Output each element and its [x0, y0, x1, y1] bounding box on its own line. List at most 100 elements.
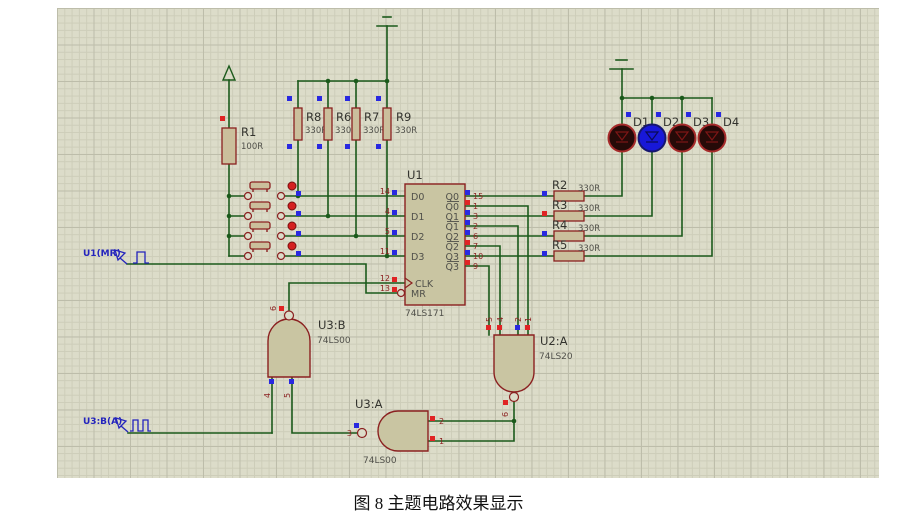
- ground-symbol-top[interactable]: [376, 16, 398, 82]
- u1-port-q0b: Q0: [445, 202, 459, 213]
- u1-port-d1: D1: [411, 212, 424, 223]
- resistor-r7[interactable]: R7 330R: [345, 96, 385, 149]
- r4-value: 330R: [578, 224, 600, 234]
- gate-u3b[interactable]: 6 4 5 U3:B 74LS00: [263, 306, 351, 398]
- u1-pin10: 10: [473, 252, 483, 261]
- u1-pin6: 6: [473, 232, 478, 241]
- resistor-r5[interactable]: R5 330R: [542, 238, 600, 262]
- ground-symbol-right[interactable]: [609, 59, 634, 99]
- u1-port-d2: D2: [411, 232, 424, 243]
- r6-ref: R6: [336, 110, 351, 124]
- resistor-r3[interactable]: R3 330R: [542, 198, 600, 222]
- u1-pin1: 1: [473, 202, 478, 211]
- u1-port-q0: Q0: [445, 192, 459, 203]
- figure-caption: 图 8 主题电路效果显示: [353, 494, 524, 513]
- pulse-waveform-icon: [130, 419, 151, 432]
- led-d1[interactable]: D1: [607, 112, 650, 153]
- r5-value: 330R: [578, 244, 600, 254]
- u2a-pin5: 5: [485, 317, 494, 322]
- probe-u1mr[interactable]: U1(MR): [83, 249, 149, 265]
- r6-value: 330R: [335, 126, 357, 136]
- u1-pin11: 11: [380, 247, 390, 256]
- u1-ref: U1: [407, 168, 423, 182]
- u1-pin12: 12: [380, 274, 390, 283]
- u3a-part: 74LS00: [363, 456, 397, 466]
- u1-pin9: 9: [473, 262, 478, 271]
- u1-port-q1b: Q1: [445, 222, 459, 233]
- push-switch-4[interactable]: [243, 241, 302, 261]
- resistor-r9[interactable]: R9 330R: [376, 96, 417, 149]
- u1-port-q2b: Q2: [445, 242, 459, 253]
- u2a-pin2: 2: [514, 317, 523, 322]
- gate-u2a[interactable]: 6 5 4 2 1 U2:A 74LS20: [485, 317, 573, 417]
- u3b-pin4: 4: [263, 393, 272, 398]
- ic-u1[interactable]: U1 74LS171 14 D0 4 D1 5 D2 11 D3 12 CLK …: [380, 168, 483, 319]
- u1-port-q3: Q3: [445, 252, 459, 263]
- resistor-r6[interactable]: R6 330R: [317, 96, 357, 149]
- resistor-r1[interactable]: R1 100R: [220, 116, 263, 165]
- r3-ref: R3: [552, 198, 567, 212]
- push-switch-3[interactable]: [243, 221, 302, 241]
- u3a-pin3: 3: [347, 429, 352, 438]
- u1-pin15: 15: [473, 192, 483, 201]
- u3b-part: 74LS00: [317, 336, 351, 346]
- u2a-pin6: 6: [501, 412, 510, 417]
- u3b-ref: U3:B: [318, 318, 346, 332]
- led-d4[interactable]: D4: [697, 112, 740, 153]
- resistor-r8[interactable]: R8 330R: [287, 96, 327, 149]
- u1-pin13: 13: [380, 284, 390, 293]
- r3-value: 330R: [578, 204, 600, 214]
- u3a-ref: U3:A: [355, 397, 383, 411]
- u2a-part: 74LS20: [539, 352, 573, 362]
- r1-ref: R1: [241, 125, 256, 139]
- wires[interactable]: [126, 78, 713, 442]
- u3a-pin2: 2: [439, 417, 444, 426]
- u3b-pin5: 5: [283, 393, 292, 398]
- u2a-ref: U2:A: [540, 334, 568, 348]
- pulse-waveform-icon: [133, 251, 149, 264]
- u1-pin7: 7: [473, 242, 478, 251]
- u1-pin14: 14: [380, 187, 390, 196]
- power-terminal[interactable]: [221, 64, 237, 81]
- u1-pin2: 2: [473, 222, 478, 231]
- push-switch-2[interactable]: [243, 201, 302, 221]
- u1-pin4: 4: [385, 207, 390, 216]
- u1-port-d3: D3: [411, 252, 424, 263]
- u2a-pin4: 4: [496, 317, 505, 322]
- probe-arrow-icon: [114, 249, 127, 262]
- u1-port-q3b: Q3: [445, 262, 459, 273]
- u1mr-label: U1(MR): [83, 249, 121, 259]
- r9-ref: R9: [396, 110, 411, 124]
- r4-ref: R4: [552, 218, 567, 232]
- r7-ref: R7: [364, 110, 379, 124]
- u1-port-d0: D0: [411, 192, 424, 203]
- r1-value: 100R: [241, 142, 263, 152]
- resistor-r2[interactable]: R2 330R: [542, 178, 600, 202]
- r8-ref: R8: [306, 110, 321, 124]
- resistor-r4[interactable]: R4 330R: [542, 218, 600, 242]
- probe-arrow-icon: [115, 417, 128, 430]
- u1-pin5: 5: [385, 227, 390, 236]
- r2-value: 330R: [578, 184, 600, 194]
- r2-ref: R2: [552, 178, 567, 192]
- r5-ref: R5: [552, 238, 567, 252]
- u1-pin3: 3: [473, 212, 478, 221]
- u1-port-mr: MR: [411, 289, 426, 300]
- u2a-pin1: 1: [524, 317, 533, 322]
- u1-part: 74LS171: [405, 309, 444, 319]
- u3b-pin6: 6: [269, 306, 278, 311]
- probe-u3ba[interactable]: U3:B(A): [83, 417, 151, 433]
- led-d2[interactable]: D2: [637, 112, 680, 153]
- r7-value: 330R: [363, 126, 385, 136]
- u1-port-q2: Q2: [445, 232, 459, 243]
- d4-ref: D4: [723, 115, 739, 129]
- u3ba-label: U3:B(A): [83, 417, 122, 427]
- r8-value: 330R: [305, 126, 327, 136]
- u1-port-q1: Q1: [445, 212, 459, 223]
- gate-u3a[interactable]: 3 2 1 U3:A 74LS00: [347, 397, 444, 466]
- r9-value: 330R: [395, 126, 417, 136]
- push-switch-1[interactable]: [243, 181, 302, 201]
- u1-port-clk: CLK: [415, 279, 434, 290]
